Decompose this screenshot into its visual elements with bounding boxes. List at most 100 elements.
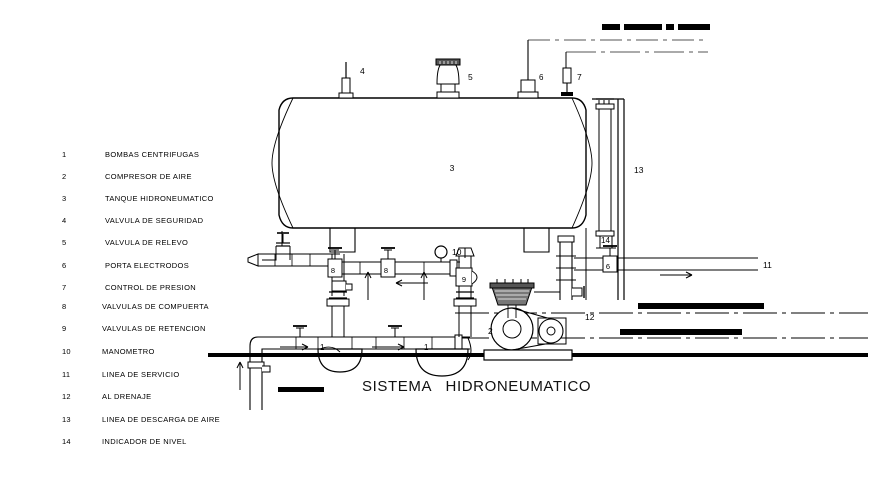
callout-compressor: 2 bbox=[488, 326, 493, 336]
list-item: 8 VALVULAS DE COMPUERTA bbox=[0, 300, 260, 314]
callout-electrode-holder: 6 bbox=[539, 73, 544, 82]
callout-drain: 12 bbox=[585, 312, 595, 322]
callout-air-discharge: 13 bbox=[634, 165, 644, 175]
list-item: 12 AL DRENAJE bbox=[0, 390, 260, 404]
upper-header-pipe bbox=[332, 259, 460, 277]
callout-service-valve: 6 bbox=[606, 262, 610, 271]
tank-outlet-valve bbox=[276, 232, 290, 244]
legend-label: PORTA ELECTRODOS bbox=[105, 261, 190, 270]
pump-valve-left bbox=[293, 325, 307, 337]
pressure-control-nozzle bbox=[561, 52, 573, 96]
legend-label: VALVULAS DE RETENCION bbox=[102, 324, 206, 333]
list-item: 5 VALVULA DE RELEVO bbox=[0, 236, 260, 250]
electrode-holder-nozzle bbox=[517, 40, 539, 99]
tank-saddle-left bbox=[329, 228, 356, 253]
compressor-discharge-pipe bbox=[534, 235, 576, 300]
redaction-bar-bottom-left bbox=[278, 387, 324, 392]
legend-number: 1 bbox=[62, 150, 67, 159]
legend-number: 8 bbox=[62, 302, 67, 311]
legend-number: 7 bbox=[62, 283, 67, 292]
legend-number: 6 bbox=[62, 261, 67, 270]
legend-label: VALVULA DE SEGURIDAD bbox=[105, 216, 204, 225]
flow-arrow-header bbox=[395, 279, 428, 287]
callout-tank: 3 bbox=[450, 163, 455, 173]
legend-number: 14 bbox=[62, 437, 71, 446]
tank-drain-pipe bbox=[331, 306, 345, 337]
redaction-bar-top bbox=[602, 24, 710, 30]
legend-number: 5 bbox=[62, 238, 67, 247]
legend-label: BOMBAS CENTRIFUGAS bbox=[105, 150, 200, 159]
legend-number: 12 bbox=[62, 392, 71, 401]
pump-valve-right bbox=[388, 325, 402, 337]
drain-riser bbox=[247, 361, 271, 410]
legend-number: 3 bbox=[62, 194, 67, 203]
page-title: SISTEMA HIDRONEUMATICO bbox=[362, 378, 592, 395]
tank-saddle-right bbox=[523, 228, 550, 253]
list-item: 10 MANOMETRO bbox=[0, 345, 260, 359]
legend-label: TANQUE HIDRONEUMATICO bbox=[105, 194, 214, 203]
callout-pump-left: 1 bbox=[320, 343, 325, 352]
list-item: 14 INDICADOR DE NIVEL bbox=[0, 435, 260, 449]
legend-number: 11 bbox=[62, 370, 71, 379]
callout-pump-right: 1 bbox=[424, 343, 429, 352]
pressure-tank bbox=[271, 97, 593, 229]
list-item: 2 COMPRESOR DE AIRE bbox=[0, 170, 260, 184]
callout-gate-valve-left: 8 bbox=[331, 266, 335, 275]
flow-arrow-suction-left bbox=[280, 343, 309, 351]
callout-pressure-control: 7 bbox=[577, 72, 582, 82]
list-item: 1 BOMBAS CENTRIFUGAS bbox=[0, 148, 260, 162]
list-item: 9 VALVULAS DE RETENCION bbox=[0, 322, 260, 336]
redaction-bar-right-lower bbox=[620, 329, 742, 335]
list-item: 6 PORTA ELECTRODOS bbox=[0, 259, 260, 273]
service-line-valve bbox=[602, 245, 618, 273]
legend-label: INDICADOR DE NIVEL bbox=[102, 437, 187, 446]
callout-check-valve: 9 bbox=[462, 275, 466, 284]
legend-label: AL DRENAJE bbox=[102, 392, 152, 401]
callout-relief-valve: 5 bbox=[468, 72, 473, 82]
manometer-gauge bbox=[434, 245, 466, 262]
gate-valve-right bbox=[380, 247, 396, 278]
list-item: 3 TANQUE HIDRONEUMATICO bbox=[0, 192, 260, 206]
callout-gate-valve-right: 8 bbox=[384, 266, 388, 275]
legend-label: VALVULAS DE COMPUERTA bbox=[102, 302, 209, 311]
legend-label: LINEA DE DESCARGA DE AIRE bbox=[102, 415, 220, 424]
flow-arrow-suction-right bbox=[372, 343, 405, 351]
service-line bbox=[574, 257, 758, 271]
right-riser-assembly bbox=[453, 247, 478, 307]
legend-label: COMPRESOR DE AIRE bbox=[105, 172, 192, 181]
flow-arrow-drain bbox=[236, 361, 244, 390]
pump-suction-header bbox=[268, 334, 470, 352]
legend-number: 9 bbox=[62, 324, 67, 333]
legend-label: LINEA DE SERVICIO bbox=[102, 370, 180, 379]
legend-label: VALVULA DE RELEVO bbox=[105, 238, 189, 247]
legend-number: 13 bbox=[62, 415, 71, 424]
flow-arrow-riser-right bbox=[420, 271, 428, 300]
air-compressor bbox=[483, 279, 573, 361]
callout-level-indicator: 14 bbox=[601, 236, 610, 245]
flow-arrow-riser-left bbox=[364, 271, 372, 300]
legend-number: 10 bbox=[62, 347, 71, 356]
relief-valve-nozzle bbox=[435, 58, 461, 99]
safety-valve-nozzle bbox=[338, 62, 354, 99]
gate-valve-left bbox=[327, 247, 343, 278]
tank-bottom-left-connection bbox=[262, 231, 291, 261]
flow-arrow-service bbox=[660, 271, 693, 279]
legend-label: MANOMETRO bbox=[102, 347, 155, 356]
list-item: 13 LINEA DE DESCARGA DE AIRE bbox=[0, 413, 260, 427]
legend-list: 1 BOMBAS CENTRIFUGAS 2 COMPRESOR DE AIRE… bbox=[0, 0, 260, 477]
callout-service-line: 11 bbox=[763, 260, 772, 270]
tank-drain-pipe-right bbox=[458, 306, 472, 337]
redaction-bar-right-upper bbox=[638, 303, 764, 309]
callout-safety-valve: 4 bbox=[360, 66, 365, 76]
list-item: 7 CONTROL DE PRESION bbox=[0, 281, 260, 295]
pump-left bbox=[317, 346, 363, 373]
riser-drain-cock bbox=[572, 286, 585, 298]
tank-outlet-header bbox=[247, 253, 340, 267]
branch-fitting bbox=[331, 280, 353, 292]
level-indicator bbox=[595, 98, 615, 237]
list-item: 11 LINEA DE SERVICIO bbox=[0, 368, 260, 382]
list-item: 4 VALVULA DE SEGURIDAD bbox=[0, 214, 260, 228]
callout-manometer: 10 bbox=[452, 247, 462, 257]
